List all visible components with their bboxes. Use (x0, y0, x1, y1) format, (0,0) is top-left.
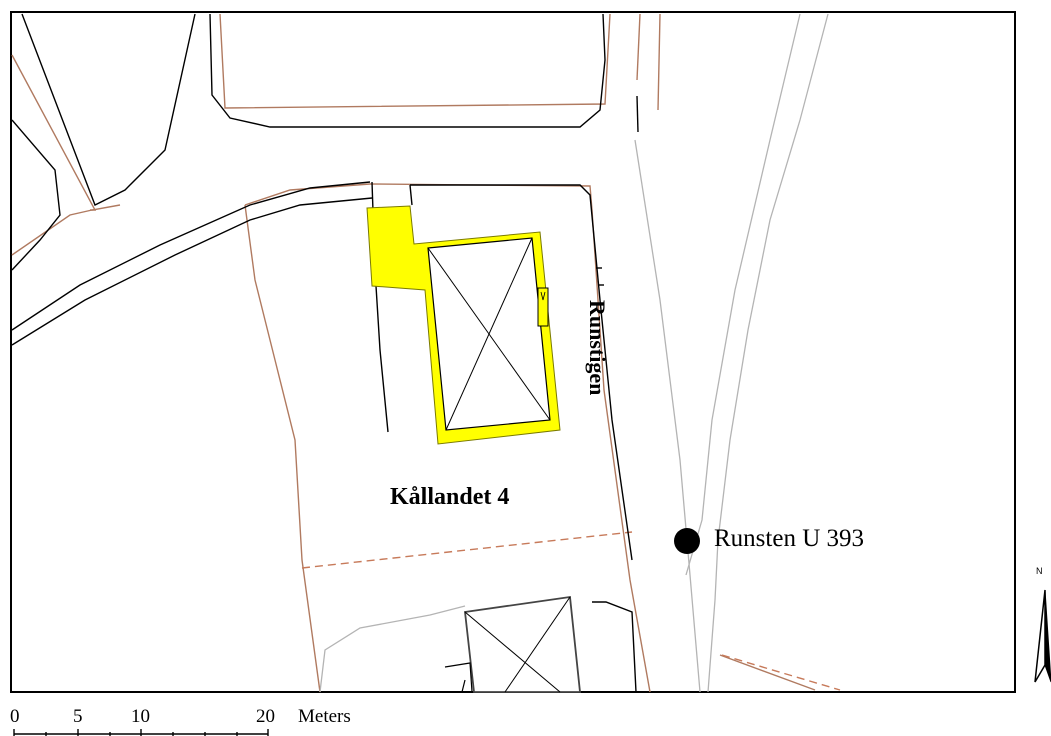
property-lines (11, 13, 816, 693)
runestone-marker[interactable] (674, 528, 700, 554)
scale-tick-20: 20 (256, 706, 275, 727)
scale-tick-10: 10 (131, 706, 150, 727)
scale-tick-0: 0 (10, 706, 20, 727)
north-label: N (1036, 566, 1043, 576)
north-arrow-icon (1034, 589, 1051, 683)
scale-unit: Meters (298, 706, 351, 727)
scale-tick-5: 5 (73, 706, 83, 727)
road-lines (11, 13, 639, 693)
lower-building[interactable] (444, 595, 581, 693)
highlighted-building[interactable] (366, 205, 561, 445)
footpaths (319, 13, 829, 693)
parcel-label: Kållandet 4 (390, 484, 510, 510)
scale-bar (13, 729, 269, 736)
dashed-boundaries (301, 531, 841, 691)
street-label: Runstigen (585, 300, 610, 396)
runestone-label: Runsten U 393 (714, 525, 864, 552)
